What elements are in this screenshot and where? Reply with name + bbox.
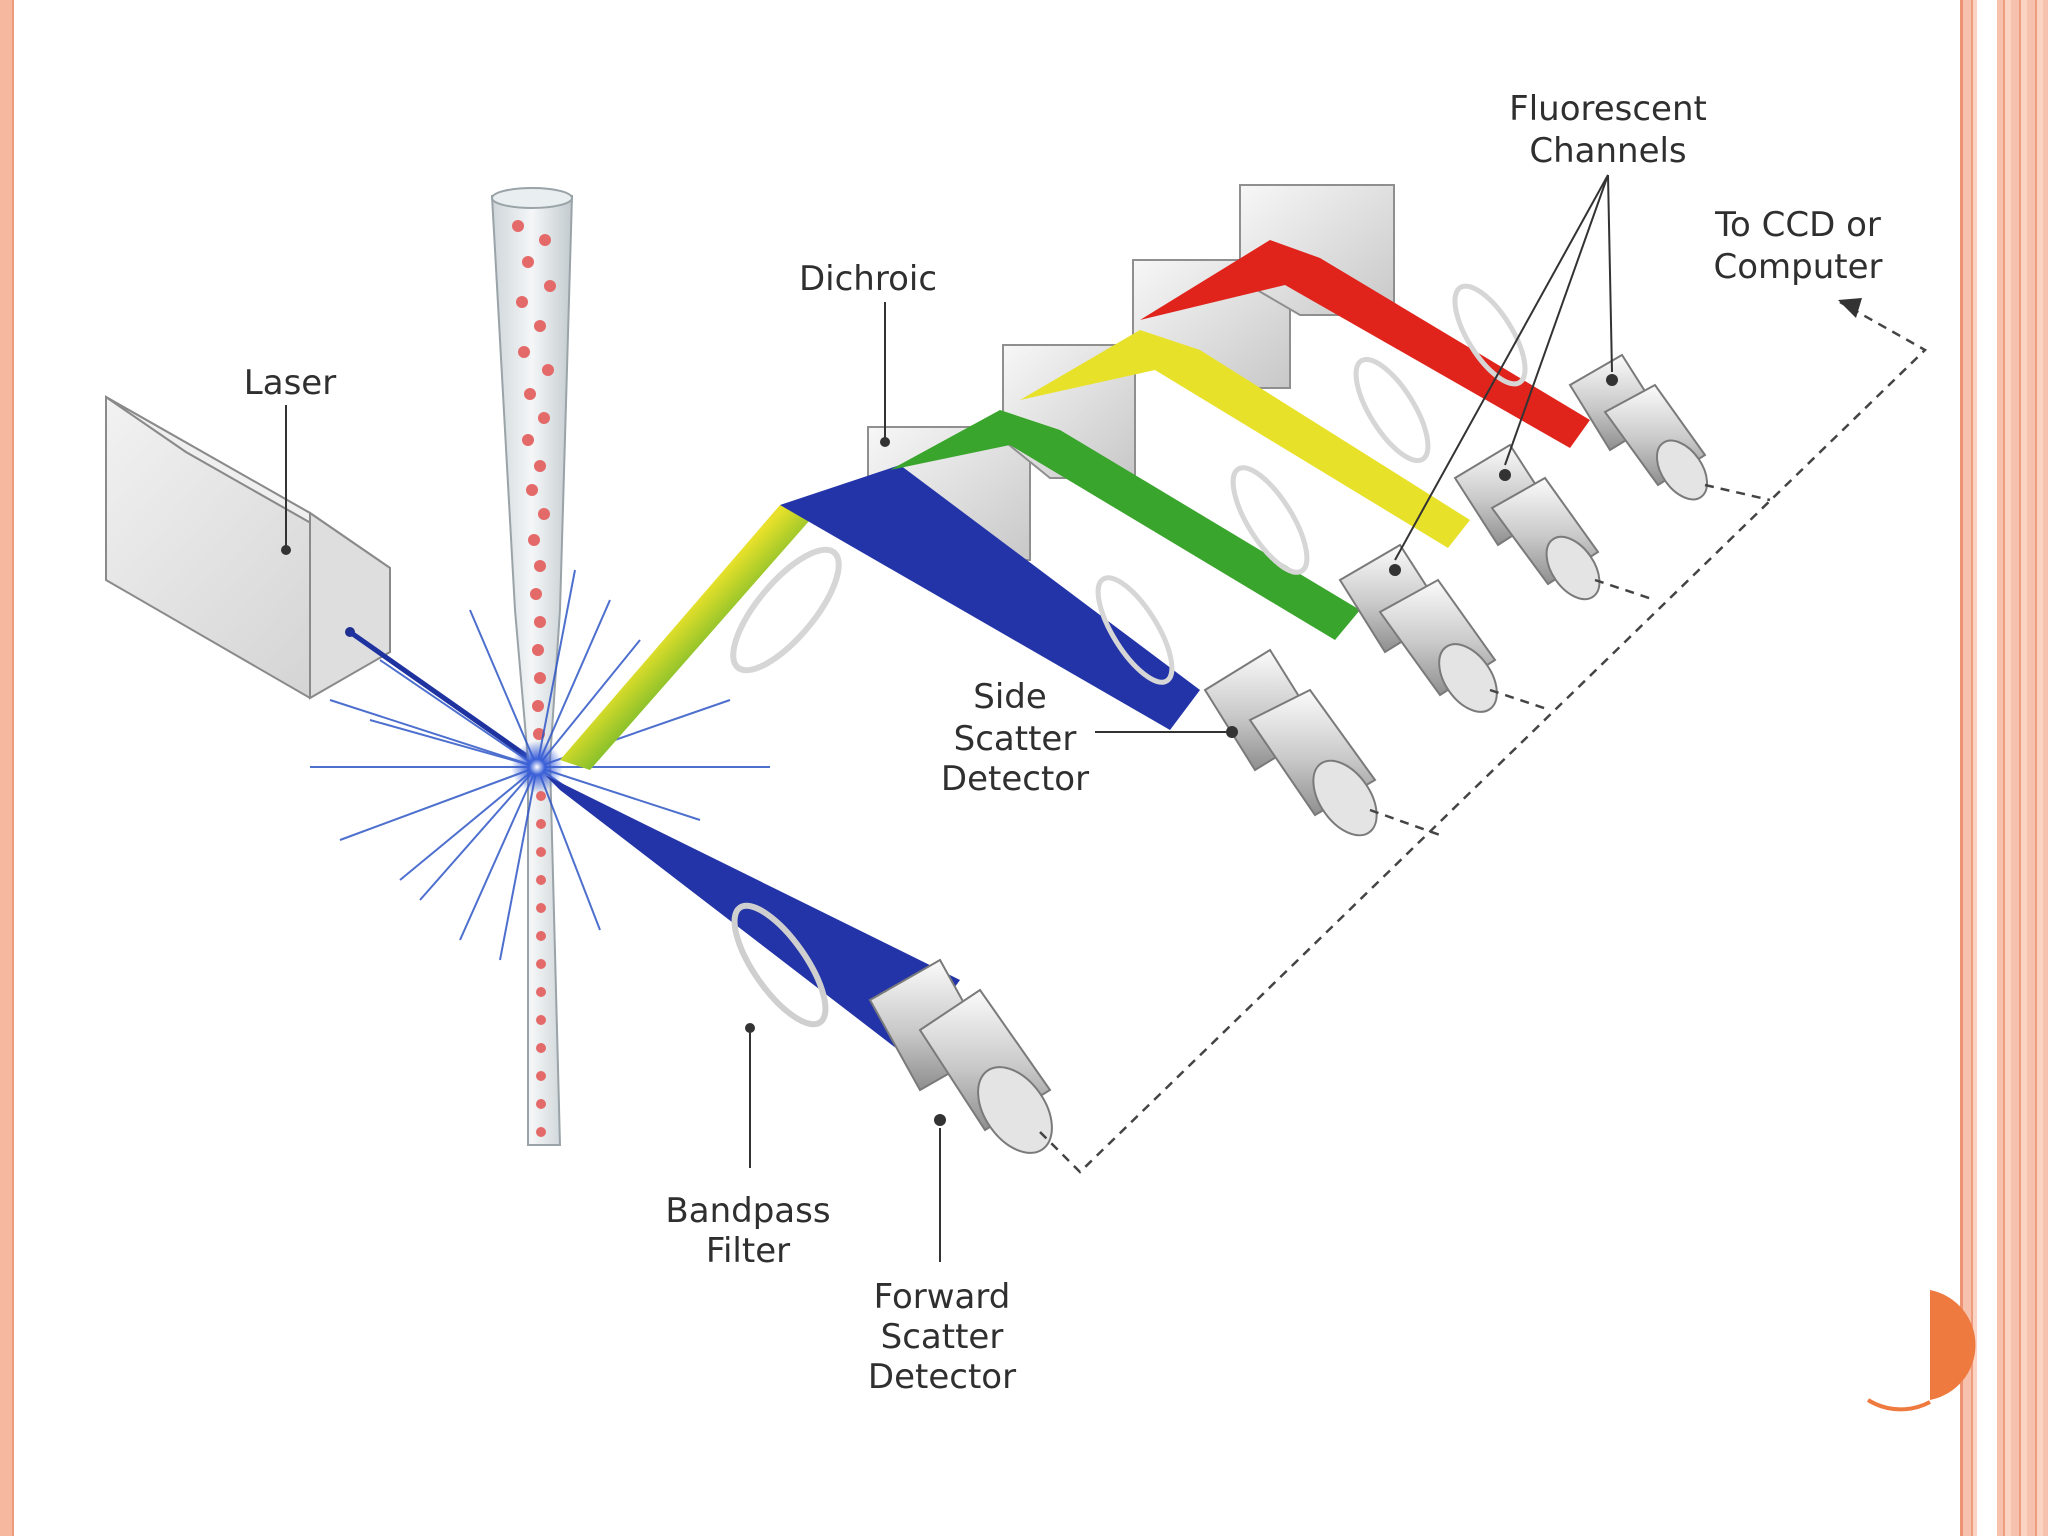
label-forward-scatter-line1: Forward — [874, 1277, 1011, 1317]
label-bandpass-line2: Filter — [706, 1231, 790, 1271]
label-ccd-line1: To CCD or — [1714, 205, 1881, 245]
fluorescence-spectrum-beam — [560, 505, 810, 770]
slide-frame-right — [1960, 0, 2048, 1536]
label-forward-scatter-line2: Scatter — [881, 1317, 1004, 1357]
fluorescent-detector-2 — [1453, 443, 1601, 601]
label-fluorescent-line1: Fluorescent — [1509, 89, 1707, 129]
arrow-to-computer-icon — [1838, 298, 1862, 318]
label-side-scatter-line1: Side — [973, 677, 1047, 717]
laser-beam — [348, 629, 537, 765]
slide-decoration-circle — [1866, 1290, 1976, 1412]
label-side-scatter-line3: Detector — [941, 759, 1089, 799]
label-ccd-line2: Computer — [1713, 247, 1882, 287]
scatter-burst — [310, 569, 770, 961]
label-laser: Laser — [244, 363, 336, 403]
signal-connectors — [1039, 300, 1928, 1174]
label-dichroic: Dichroic — [799, 259, 937, 299]
label-bandpass-line1: Bandpass — [665, 1191, 830, 1231]
side-scatter-detector — [1203, 648, 1378, 837]
bandpass-filter-forward — [731, 902, 829, 1028]
red-channel-beam — [1140, 240, 1590, 448]
fluorescent-detector-1 — [1338, 543, 1498, 713]
label-side-scatter-line2: Scatter — [954, 719, 1077, 759]
fluorescent-detector-3 — [1568, 353, 1709, 501]
green-channel-beam — [890, 410, 1360, 640]
bandpass-filter-spectrum — [730, 546, 842, 674]
label-fluorescent-line2: Channels — [1529, 131, 1686, 171]
flow-tube — [490, 187, 574, 1146]
forward-scatter-detector — [868, 958, 1053, 1154]
laser-box — [105, 395, 392, 700]
yellow-channel-beam — [1020, 330, 1470, 548]
label-forward-scatter-line3: Detector — [868, 1357, 1016, 1397]
slide-frame-left — [0, 0, 14, 1536]
forward-scatter-beam — [545, 775, 960, 1055]
side-scatter-beam — [780, 465, 1200, 730]
